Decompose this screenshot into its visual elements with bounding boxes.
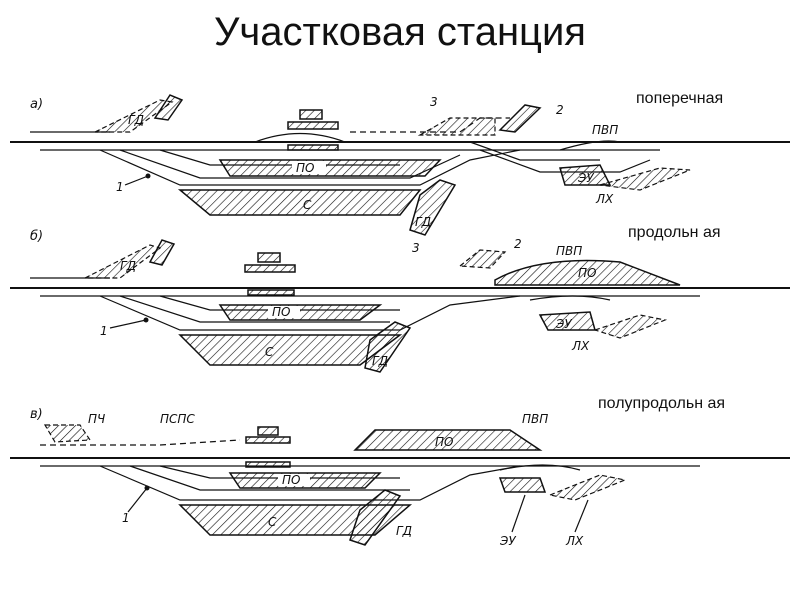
scheme-a-label-eu: ЭУ bbox=[577, 171, 594, 185]
scheme-b-po-area-right bbox=[494, 259, 681, 286]
scheme-b-signal-dot bbox=[143, 317, 149, 323]
scheme-c: в) ПЧ ПСПС С ПО ГД ПО ПВП ЭУ ЛХ 1 bbox=[10, 407, 790, 548]
scheme-b-gd-left-2 bbox=[148, 239, 176, 266]
scheme-c-label-gd: ГД bbox=[396, 524, 412, 538]
scheme-c-eu-leader bbox=[511, 494, 526, 533]
scheme-c-pvp-track bbox=[499, 464, 581, 471]
layout-a-type-label: поперечная bbox=[636, 90, 724, 107]
scheme-a-label-gd-top: ГД bbox=[128, 113, 144, 127]
scheme-a-label-gd: ГД bbox=[415, 215, 431, 229]
scheme-a-station-building-top bbox=[299, 109, 323, 120]
scheme-a-depot-track-2 bbox=[469, 141, 600, 161]
scheme-c-label-lkh: ЛХ bbox=[565, 534, 584, 548]
scheme-c-platform bbox=[245, 461, 291, 468]
scheme-a-po-yard bbox=[218, 159, 442, 177]
layout-b-type-label: продольн ая bbox=[628, 224, 721, 241]
scheme-b-label-1: 1 bbox=[100, 324, 108, 338]
scheme-b-sorting-yard bbox=[178, 334, 403, 366]
scheme-b-label-lkh: ЛХ bbox=[571, 339, 590, 353]
scheme-b-label-gd-top: ГД bbox=[120, 259, 136, 273]
scheme-c-label-pvp: ПВП bbox=[522, 412, 548, 426]
scheme-c-yard-track bbox=[99, 465, 521, 501]
scheme-b-label-1-leader bbox=[109, 319, 147, 329]
scheme-a-signal-dot bbox=[145, 173, 151, 179]
scheme-a-label-2: 2 bbox=[556, 103, 564, 117]
scheme-b: б) С ПО ГД ГД ПО 3 2 ПВП ЭУ ЛХ 1 bbox=[10, 229, 790, 373]
scheme-c-yard-track-2 bbox=[129, 465, 410, 491]
scheme-a-platform bbox=[287, 144, 339, 151]
scheme-a-freight-yard bbox=[409, 179, 457, 236]
scheme-b-station-building bbox=[244, 264, 296, 273]
scheme-a-label-3: 3 bbox=[430, 95, 438, 109]
scheme-a-depot-2 bbox=[498, 104, 542, 133]
scheme-b-label-gd: ГД bbox=[372, 354, 388, 368]
scheme-b-label-eu: ЭУ bbox=[555, 317, 572, 331]
scheme-c-eu-area bbox=[498, 477, 547, 493]
scheme-b-station-building-top bbox=[257, 252, 281, 263]
scheme-c-label-po-right: ПО bbox=[435, 435, 453, 449]
scheme-c-signal-dot bbox=[144, 485, 150, 491]
scheme-b-lkh-area bbox=[593, 314, 668, 339]
scheme-c-po-area-right bbox=[353, 429, 543, 451]
scheme-c-lkh-area bbox=[547, 474, 628, 501]
slide-title: Участковая станция bbox=[214, 10, 586, 54]
scheme-a-sorting-yard bbox=[177, 189, 422, 216]
scheme-c-label-pch: ПЧ bbox=[88, 412, 105, 426]
scheme-c-lkh-leader bbox=[574, 499, 589, 533]
scheme-b-letter: б) bbox=[30, 229, 43, 244]
scheme-a-dashed-area bbox=[417, 117, 496, 136]
scheme-c-pch-area bbox=[43, 424, 92, 443]
scheme-a-label-s: С bbox=[303, 198, 312, 212]
scheme-b-depot-2 bbox=[458, 249, 507, 269]
scheme-c-dashed-track bbox=[40, 439, 241, 446]
scheme-a-lkh-area bbox=[599, 167, 691, 191]
scheme-b-yard-track-2 bbox=[119, 295, 390, 323]
scheme-a-letter: а) bbox=[30, 97, 43, 112]
scheme-b-pvp-track bbox=[529, 295, 611, 301]
scheme-c-station-building bbox=[245, 436, 291, 444]
scheme-b-label-2: 2 bbox=[514, 237, 522, 251]
scheme-c-label-1-leader bbox=[127, 487, 148, 513]
scheme-c-sorting-yard bbox=[178, 504, 413, 536]
scheme-a-pvp-track bbox=[559, 140, 621, 151]
scheme-a-label-1-leader bbox=[124, 175, 149, 186]
layout-c-type-label: полупродольн ая bbox=[598, 395, 726, 412]
scheme-c-station-building-top bbox=[257, 426, 279, 436]
scheme-a: а) С ПО ГД ГД 3 2 bbox=[10, 94, 790, 236]
scheme-c-label-s: С bbox=[268, 515, 277, 529]
scheme-b-platform bbox=[247, 289, 295, 296]
scheme-b-label-3: 3 bbox=[412, 241, 420, 255]
scheme-c-label-psps: ПСПС bbox=[160, 412, 195, 426]
scheme-a-yard-track bbox=[99, 149, 521, 186]
scheme-a-label-lkh: ЛХ bbox=[595, 192, 614, 206]
scheme-b-freight-yard bbox=[364, 321, 412, 373]
scheme-c-label-po: ПО bbox=[282, 473, 300, 487]
scheme-c-freight-yard bbox=[349, 489, 402, 546]
scheme-a-gd-left-2 bbox=[153, 94, 184, 121]
scheme-b-label-po-right: ПО bbox=[578, 266, 596, 280]
scheme-c-label-1: 1 bbox=[122, 511, 130, 525]
scheme-a-label-pvp: ПВП bbox=[592, 123, 618, 137]
scheme-a-label-po: ПО bbox=[296, 161, 314, 175]
scheme-a-label-1: 1 bbox=[116, 180, 124, 194]
scheme-b-label-pvp: ПВП bbox=[556, 244, 582, 258]
scheme-b-label-s: С bbox=[265, 345, 274, 359]
scheme-a-yard-track-2 bbox=[119, 149, 461, 179]
scheme-b-label-po: ПО bbox=[272, 305, 290, 319]
scheme-a-platform-curve bbox=[254, 132, 346, 143]
scheme-c-label-eu: ЭУ bbox=[499, 534, 516, 548]
scheme-c-letter: в) bbox=[30, 407, 43, 422]
scheme-a-station-building bbox=[287, 121, 339, 130]
